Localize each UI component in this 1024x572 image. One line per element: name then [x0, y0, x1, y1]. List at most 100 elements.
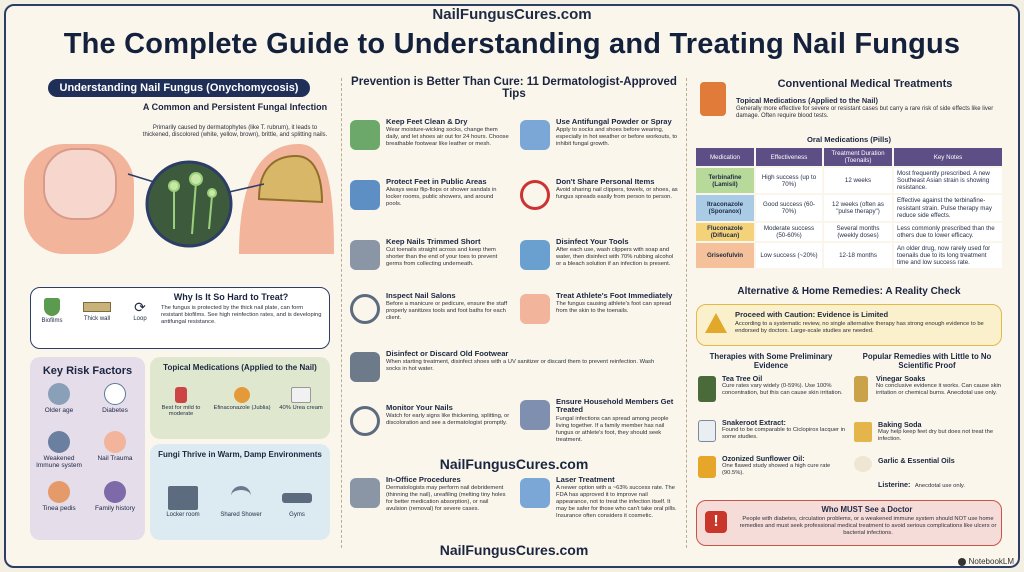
polish-icon: [175, 387, 187, 403]
doctor-text: People with diabetes, circulation proble…: [739, 516, 997, 536]
spray-icon: [520, 120, 550, 150]
person-icon: [48, 383, 70, 405]
site-name-bottom[interactable]: NailFungusCures.com: [439, 542, 589, 558]
remedy-listerine: Listerine: Anecdotal use only.: [878, 480, 965, 489]
oil-bottle-icon: [698, 376, 716, 402]
gym-item: Gyms: [272, 486, 322, 518]
subheading-fungal-infection: A Common and Persistent Fungal Infection: [142, 102, 328, 112]
no-sharing-icon: [520, 180, 550, 210]
fungi-title: Fungi Thrive in Warm, Damp Environments: [158, 450, 322, 459]
risk-diabetes: Diabetes: [92, 383, 138, 414]
cream-icon: [291, 387, 311, 403]
caution-title: Proceed with Caution: Evidence is Limite…: [735, 310, 889, 319]
oil-jar-icon: [698, 456, 716, 478]
magnifier-icon: [350, 406, 380, 436]
site-name-top[interactable]: NailFungusCures.com: [432, 6, 592, 23]
risk-tinea: Tinea pedis: [36, 481, 82, 512]
caution-box: Proceed with Caution: Evidence is Limite…: [696, 304, 1002, 346]
some-evidence-title: Therapies with Some Preliminary Evidence: [709, 352, 833, 370]
locker-icon: [168, 486, 198, 510]
oral-medications-table: Medication Effectiveness Treatment Durat…: [694, 146, 1004, 270]
risk-immune: Weakened Immune system: [36, 431, 82, 469]
pill-bottle-icon: [700, 82, 726, 116]
loop-icon: ⟳ Loop: [133, 299, 147, 322]
section-heading-understanding: Understanding Nail Fungus (Onychomycosis…: [47, 79, 311, 97]
nail-illustration: [24, 144, 334, 254]
shower-icon: [231, 486, 251, 510]
pill-icon: [234, 387, 250, 403]
garlic-icon: [854, 456, 872, 472]
tools-icon: [350, 478, 380, 508]
topical-item-1: Best for mild to moderate: [156, 387, 206, 417]
remedy-garlic: Garlic & Essential Oils: [854, 456, 1004, 472]
toe-icon: [104, 431, 126, 453]
risk-factors-box: Key Risk Factors Older age Diabetes Weak…: [30, 357, 145, 540]
oral-title: Oral Medications (Pills): [807, 135, 891, 144]
risk-trauma: Nail Trauma: [92, 431, 138, 462]
remedy-sunflower: Ozonized Sunflower Oil:One flawed study …: [698, 454, 848, 478]
topical-title: Topical Medications (Applied to the Nail…: [163, 363, 317, 372]
doctor-title: Who MUST See a Doctor: [821, 505, 913, 514]
sandals-icon: [350, 180, 380, 210]
alt-heading: Alternative & Home Remedies: A Reality C…: [737, 286, 961, 297]
page-title: The Complete Guide to Understanding and …: [63, 28, 961, 60]
caution-text: According to a systematic review, no sin…: [735, 321, 984, 334]
column-divider-2: [686, 78, 687, 548]
table-row: Itraconazole (Sporanox)Good success (60-…: [696, 195, 1002, 221]
locker-item: Locker room: [156, 486, 210, 518]
shield-icon: [48, 431, 70, 453]
risk-older-age: Older age: [36, 383, 82, 414]
table-header: Treatment Duration (Toenails): [824, 148, 892, 166]
intro-text: Primarily caused by dermatophytes (like …: [142, 125, 328, 139]
warning-icon: [705, 313, 727, 333]
table-row: Terbinafine (Lamisil)High success (up to…: [696, 168, 1002, 194]
shower-item: Shared Shower: [216, 486, 266, 518]
laser-icon: [520, 478, 550, 508]
topical-med-title: Topical Medications (Applied to the Nail…: [736, 96, 878, 105]
why-title: Why Is It So Hard to Treat?: [173, 292, 289, 302]
why-hard-box: Why Is It So Hard to Treat? Biofilms Thi…: [30, 287, 330, 349]
notebook-icon: [957, 557, 966, 566]
alert-icon: !: [705, 511, 727, 533]
table-row: Fluconazole (Diflucan)Moderate success (…: [696, 222, 1002, 241]
dumbbell-icon: [282, 493, 312, 503]
why-text: The fungus is protected by the thick nai…: [161, 305, 322, 325]
topical-item-3: 40% Urea cream: [276, 387, 326, 411]
topical-box: Topical Medications (Applied to the Nail…: [150, 357, 330, 439]
table-header: Medication: [696, 148, 754, 166]
sock-icon: [350, 120, 380, 150]
family-icon: [520, 400, 550, 430]
vinegar-bottle-icon: [854, 376, 868, 402]
risk-family: Family history: [92, 481, 138, 512]
middle-column: Prevention is Better Than Cure: 11 Derma…: [346, 72, 682, 558]
topical-item-2: Efinaconazole (Jublia): [212, 387, 272, 411]
shoe-icon: [350, 352, 380, 382]
topical-med-text: Generally more effective for severe or r…: [736, 106, 994, 120]
little-proof-title: Popular Remedies with Little to No Scien…: [862, 352, 992, 370]
fungi-box: Fungi Thrive in Warm, Damp Environments …: [150, 444, 330, 540]
conventional-heading: Conventional Medical Treatments: [777, 78, 953, 90]
jar-icon: [698, 420, 716, 442]
foot-icon: [48, 481, 70, 503]
foot-icon: [520, 294, 550, 324]
clipper-icon: [350, 240, 380, 270]
risk-title: Key Risk Factors: [42, 365, 133, 377]
remedy-snakeroot: Snakeroot Extract:Found to be comparable…: [698, 418, 848, 442]
disinfect-icon: [520, 240, 550, 270]
left-column: Understanding Nail Fungus (Onychomycosis…: [20, 72, 338, 540]
meter-icon: [104, 383, 126, 405]
doctor-box: ! Who MUST See a Doctor People with diab…: [696, 500, 1002, 546]
prevention-heading: Prevention is Better Than Cure: 11 Derma…: [351, 76, 677, 100]
box-icon: [854, 422, 872, 442]
dna-icon: [104, 481, 126, 503]
site-name-middle[interactable]: NailFungusCures.com: [439, 456, 589, 472]
notebooklm-brand: NotebookLM: [957, 557, 1014, 566]
magnifier-icon: [350, 294, 380, 324]
table-header: Effectiveness: [756, 148, 822, 166]
thick-wall-icon: Thick wall: [77, 298, 117, 322]
column-divider-1: [341, 78, 342, 548]
shield-icon: Biofilms: [37, 298, 67, 324]
